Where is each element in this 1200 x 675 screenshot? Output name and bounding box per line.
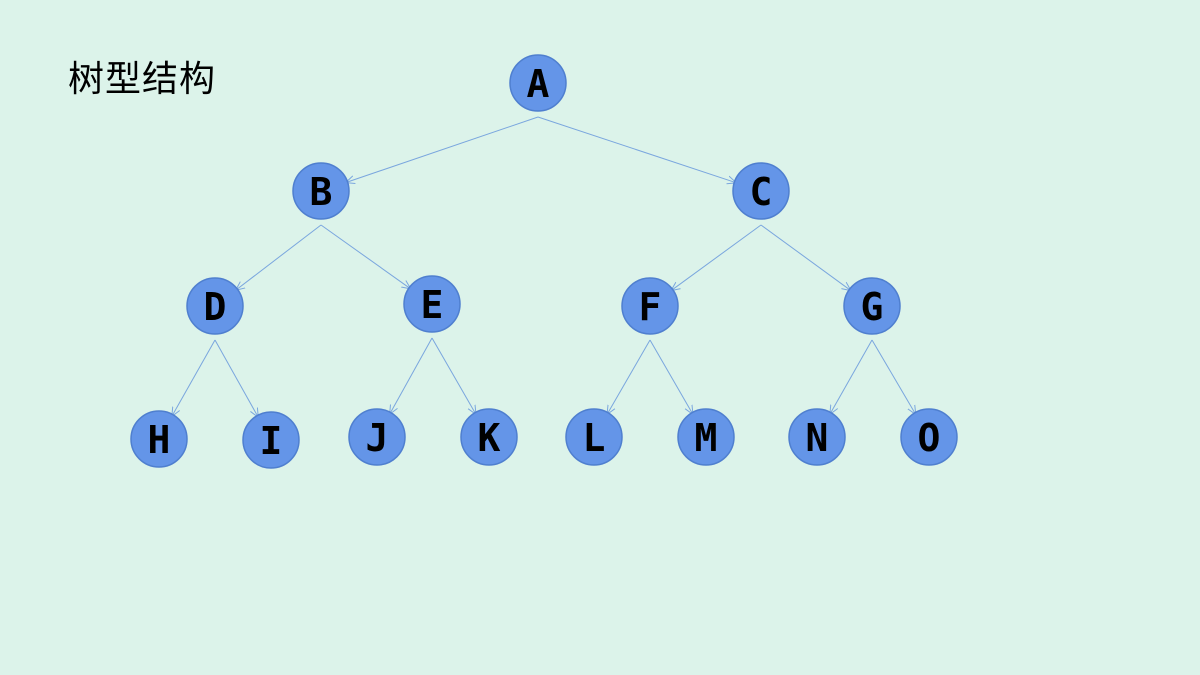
edge-f-m — [649, 339, 693, 414]
node-o: O — [900, 408, 958, 466]
node-i: I — [242, 411, 300, 469]
node-e: E — [403, 275, 461, 333]
node-circle — [403, 275, 461, 333]
node-m: M — [677, 408, 735, 466]
node-label: K — [478, 416, 501, 460]
node-label: D — [204, 285, 227, 329]
node-a: A — [509, 54, 567, 112]
node-circle — [186, 277, 244, 335]
node-b: B — [292, 162, 350, 220]
node-circle — [565, 408, 623, 466]
node-circle — [621, 277, 679, 335]
edge-a-c — [537, 116, 736, 183]
node-label: L — [583, 416, 606, 460]
node-j: J — [348, 408, 406, 466]
node-circle — [292, 162, 350, 220]
edge-g-n — [830, 339, 873, 414]
node-label: M — [695, 416, 718, 460]
edge-b-d — [236, 224, 322, 290]
edges — [172, 116, 916, 417]
node-h: H — [130, 410, 188, 468]
edge-c-g — [760, 224, 851, 291]
node-g: G — [843, 277, 901, 335]
node-label: C — [750, 170, 773, 214]
node-label: G — [861, 285, 884, 329]
node-circle — [843, 277, 901, 335]
node-circle — [460, 408, 518, 466]
edge-d-h — [172, 339, 216, 416]
edge-e-k — [431, 337, 476, 414]
node-label: I — [260, 419, 283, 463]
node-label: E — [421, 283, 444, 327]
node-label: B — [310, 170, 333, 214]
node-c: C — [732, 162, 790, 220]
node-circle — [732, 162, 790, 220]
node-label: N — [806, 416, 829, 460]
node-circle — [677, 408, 735, 466]
edge-b-e — [320, 224, 411, 289]
node-circle — [348, 408, 406, 466]
node-circle — [242, 411, 300, 469]
edge-f-l — [607, 339, 651, 414]
edge-a-b — [346, 116, 539, 183]
node-circle — [788, 408, 846, 466]
edge-d-i — [214, 339, 258, 417]
node-label: J — [366, 416, 389, 460]
node-label: F — [639, 285, 662, 329]
node-label: A — [527, 62, 550, 106]
node-k: K — [460, 408, 518, 466]
node-label: O — [918, 416, 941, 460]
edge-e-j — [390, 337, 433, 414]
node-circle — [130, 410, 188, 468]
node-circle — [900, 408, 958, 466]
node-circle — [509, 54, 567, 112]
node-d: D — [186, 277, 244, 335]
edge-g-o — [871, 339, 916, 415]
nodes: A B C D E F G H I J K L M N O — [130, 54, 958, 469]
node-label: H — [148, 418, 171, 462]
node-l: L — [565, 408, 623, 466]
node-f: F — [621, 277, 679, 335]
edge-c-f — [671, 224, 762, 291]
page-title: 树型结构 — [68, 59, 217, 100]
node-n: N — [788, 408, 846, 466]
